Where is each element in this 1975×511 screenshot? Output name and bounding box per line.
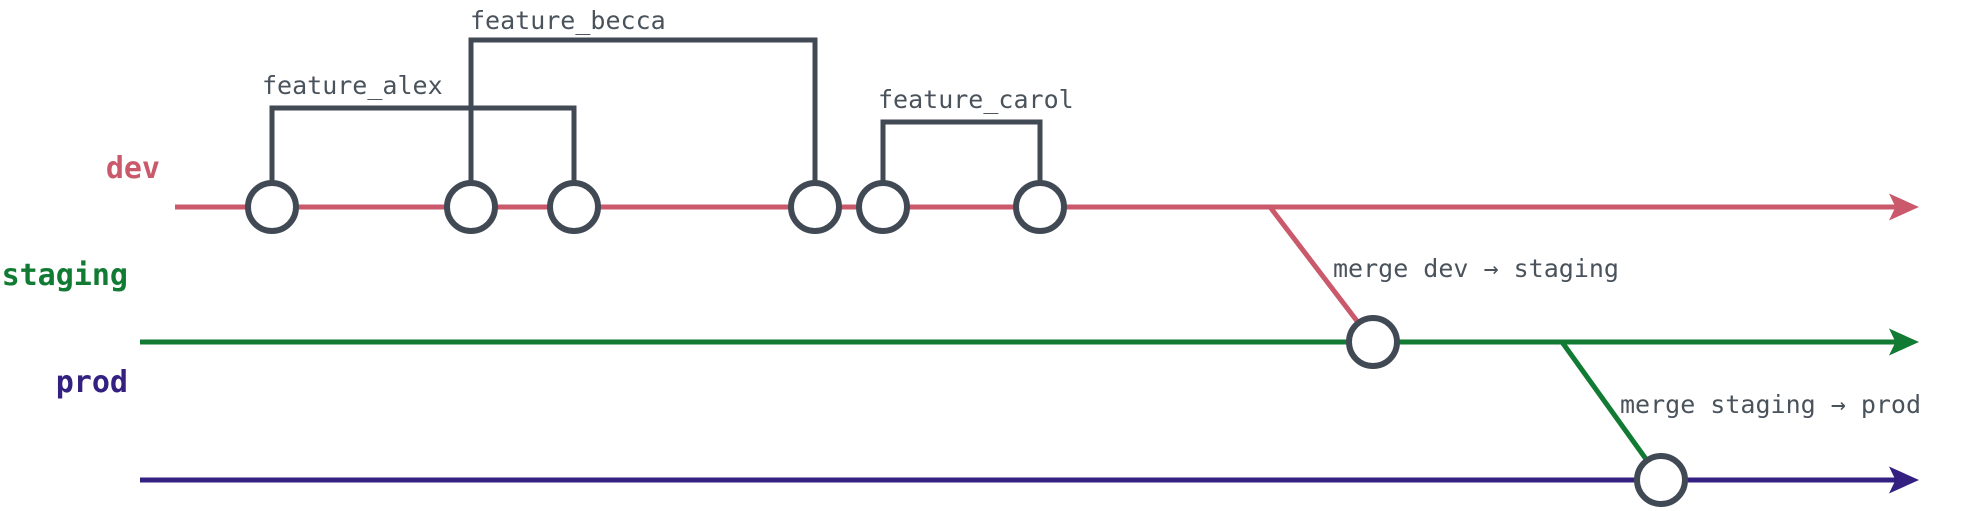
- commit-node-prod-merge[interactable]: [1634, 453, 1688, 507]
- feature-brackets-group: [269, 37, 1043, 183]
- branch-label-prod: prod: [56, 365, 128, 400]
- branch-label-dev: dev: [106, 151, 160, 186]
- commit-node-dev-c6[interactable]: [1013, 180, 1067, 234]
- branch-lanes-group: [140, 193, 1919, 494]
- feature-bracket-feature_carol: [880, 119, 1043, 183]
- commit-node-dev-c3[interactable]: [547, 180, 601, 234]
- commit-node-staging-merge[interactable]: [1346, 315, 1400, 369]
- merge-edge-merge-dev-staging: [1268, 205, 1375, 344]
- feature-label-feature_carol: feature_carol: [878, 85, 1074, 114]
- commit-node-dev-c5[interactable]: [856, 180, 910, 234]
- branch-label-staging: staging: [2, 258, 128, 293]
- feature-label-feature_alex: feature_alex: [262, 71, 443, 100]
- feature-label-feature_becca: feature_becca: [470, 6, 666, 35]
- feature-bracket-feature_alex: [269, 105, 577, 183]
- merge-label-merge-dev-staging: merge dev → staging: [1333, 254, 1619, 283]
- commit-node-dev-c2[interactable]: [444, 180, 498, 234]
- feature-bracket-feature_becca: [468, 37, 818, 183]
- merge-edges-group: [1268, 205, 1664, 482]
- commit-nodes-group: [245, 180, 1688, 507]
- commit-node-dev-c1[interactable]: [245, 180, 299, 234]
- merge-label-merge-staging-prod: merge staging → prod: [1620, 390, 1921, 419]
- merge-edge-merge-staging-prod: [1559, 340, 1664, 482]
- commit-node-dev-c4[interactable]: [788, 180, 842, 234]
- text-labels-group: dev staging prod feature_alex feature_beccaf…: [2, 6, 1921, 419]
